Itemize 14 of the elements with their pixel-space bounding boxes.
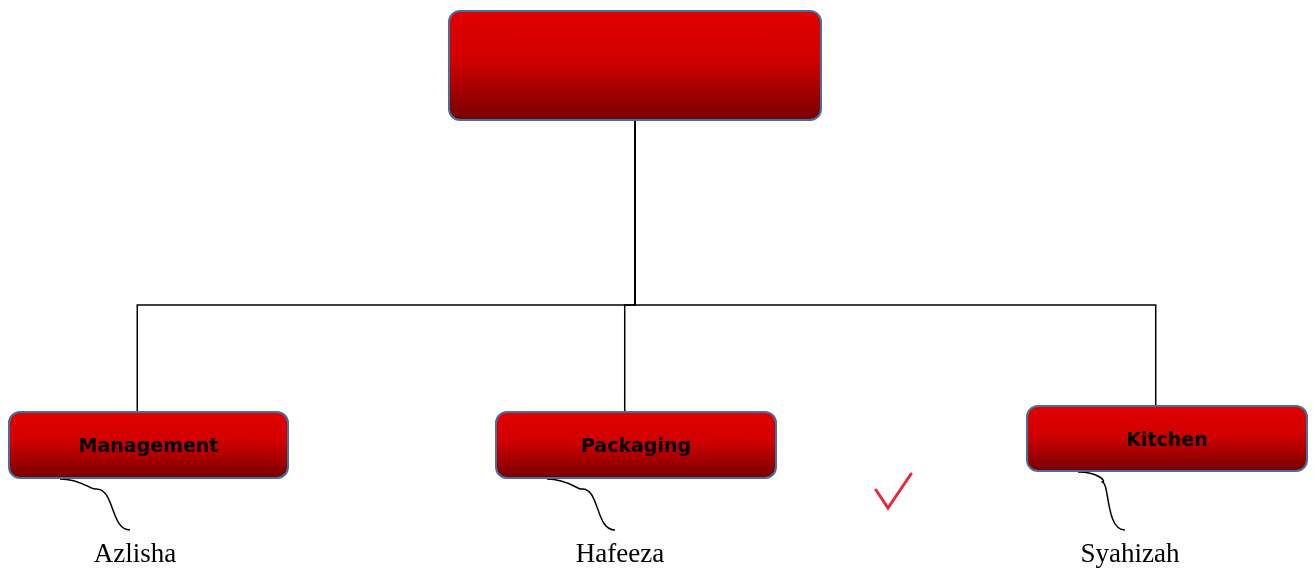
department-box bbox=[1026, 405, 1308, 472]
person-name: Hafeeza bbox=[575, 538, 665, 568]
connector-line bbox=[634, 120, 1157, 406]
person-name: Syahizah bbox=[1080, 538, 1180, 568]
department-box bbox=[8, 411, 289, 479]
leader-line bbox=[59, 478, 131, 531]
department-label: Packaging bbox=[580, 434, 692, 456]
department-label: Kitchen bbox=[1126, 427, 1208, 450]
person-name: Azlisha bbox=[93, 538, 177, 568]
department-box bbox=[495, 411, 777, 479]
org-head-box bbox=[448, 10, 822, 121]
department-label: Management bbox=[78, 434, 219, 456]
leader-line bbox=[1077, 471, 1126, 531]
leader-line bbox=[546, 478, 616, 531]
